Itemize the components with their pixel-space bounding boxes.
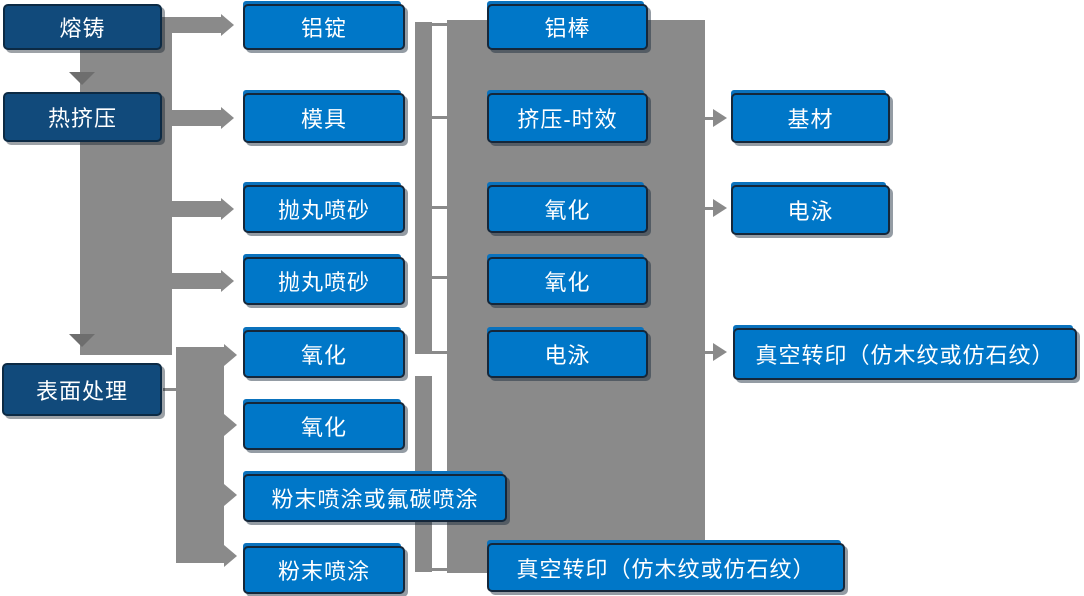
node-aluminum-ingot: 铝锭 bbox=[243, 4, 405, 50]
arrow-melting-to-extrusion-icon bbox=[69, 72, 95, 85]
connector-tick-row3 bbox=[432, 206, 448, 209]
connector-tick-row4 bbox=[432, 276, 448, 279]
node-vacuum-transfer-print-1: 真空转印（仿木纹或仿石纹） bbox=[487, 543, 845, 592]
connector-stub-mold bbox=[172, 110, 221, 126]
connector-stub-shot-blasting-2 bbox=[172, 273, 221, 289]
stage-hot-extrusion: 热挤压 bbox=[3, 92, 162, 142]
arrow-to-mold-icon bbox=[221, 107, 234, 129]
arrow-to-shot-blasting-2-icon bbox=[221, 270, 234, 292]
node-shot-blasting-1: 抛丸喷砂 bbox=[243, 185, 405, 233]
arrow-to-oxidation-1-icon bbox=[224, 344, 237, 366]
connector-shaft-base-material bbox=[705, 117, 713, 120]
node-vacuum-transfer-print-2: 真空转印（仿木纹或仿石纹） bbox=[733, 328, 1077, 380]
node-powder-coating: 粉末喷涂 bbox=[243, 546, 405, 594]
connector-shaft-electrophoresis bbox=[705, 207, 713, 210]
node-oxidation-4: 氧化 bbox=[487, 257, 648, 305]
arrow-to-base-material-icon bbox=[713, 109, 727, 127]
node-mold: 模具 bbox=[243, 93, 405, 143]
node-extrusion-aging: 挤压-时效 bbox=[487, 93, 648, 143]
connector-line-surface-treatment bbox=[163, 388, 177, 391]
connector-band-stage-to-prep bbox=[80, 17, 172, 355]
node-oxidation-1: 氧化 bbox=[243, 330, 405, 378]
node-aluminum-rod: 铝棒 bbox=[487, 4, 648, 50]
node-powder-or-fluorocarbon-coating: 粉末喷涂或氟碳喷涂 bbox=[243, 474, 507, 522]
arrow-to-shot-blasting-1-icon bbox=[221, 198, 234, 220]
connector-shaft-vacuum-transfer bbox=[705, 351, 713, 354]
connector-stub-aluminum-ingot bbox=[172, 17, 221, 33]
stage-melting-casting: 熔铸 bbox=[3, 4, 162, 50]
connector-tick-bottom bbox=[432, 568, 450, 571]
arrow-to-oxidation-2-icon bbox=[224, 414, 237, 436]
connector-bar-prep-upper bbox=[415, 22, 432, 354]
node-shot-blasting-2: 抛丸喷砂 bbox=[243, 257, 405, 305]
arrow-to-aluminum-ingot-icon bbox=[221, 14, 234, 36]
node-electrophoresis-1: 电泳 bbox=[487, 330, 648, 378]
arrow-to-powder-fluorocarbon-icon bbox=[224, 484, 237, 506]
node-electrophoresis-2: 电泳 bbox=[731, 185, 890, 235]
arrow-to-powder-coating-icon bbox=[224, 545, 237, 567]
node-oxidation-2: 氧化 bbox=[243, 402, 405, 450]
connector-band-surface-treatment bbox=[176, 347, 224, 563]
node-oxidation-3: 氧化 bbox=[487, 185, 648, 233]
arrow-to-vacuum-transfer-icon bbox=[713, 343, 727, 361]
connector-tick-row1 bbox=[432, 23, 448, 26]
connector-tick-row5 bbox=[432, 351, 448, 354]
arrow-to-electrophoresis-icon bbox=[713, 199, 727, 217]
connector-stub-shot-blasting-1 bbox=[172, 201, 221, 217]
connector-tick-row2 bbox=[432, 116, 448, 119]
arrow-to-surface-treatment-icon bbox=[69, 334, 95, 347]
stage-surface-treatment: 表面处理 bbox=[2, 363, 162, 416]
node-base-material: 基材 bbox=[731, 93, 890, 143]
